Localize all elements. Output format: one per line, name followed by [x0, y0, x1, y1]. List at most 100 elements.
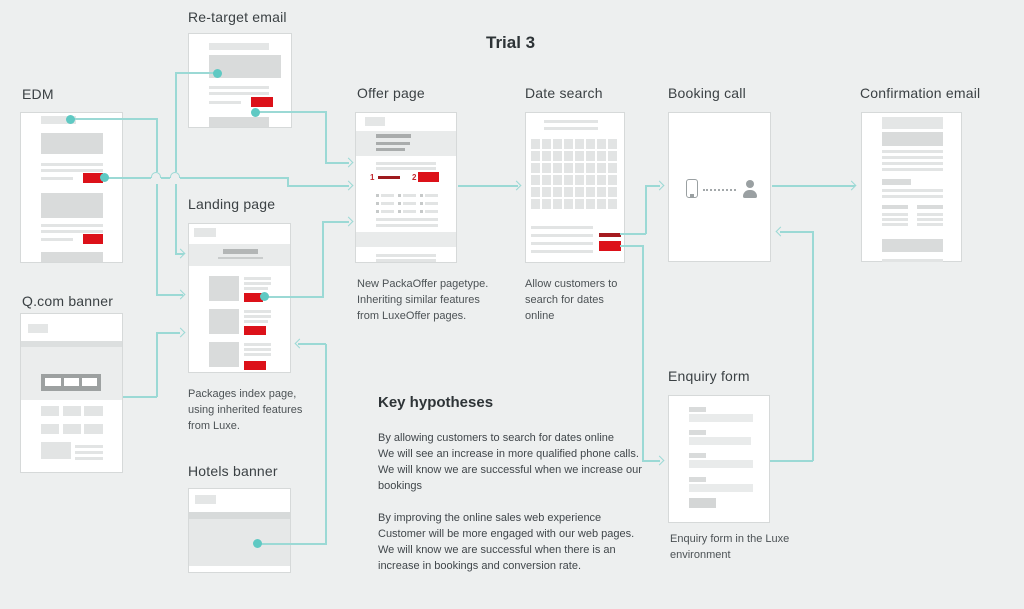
node-label-confirmation-email: Confirmation email [860, 85, 981, 101]
wf-shape [531, 199, 540, 209]
wf-shape [597, 151, 606, 161]
wf-shape [599, 233, 621, 237]
wf-shape [597, 199, 606, 209]
wf-shape [575, 139, 584, 149]
node-label-hotels-banner: Hotels banner [188, 463, 278, 479]
wf-shape [882, 150, 943, 153]
wf-shape [398, 210, 401, 213]
wf-shape [104, 177, 151, 179]
wf-shape [209, 43, 269, 50]
wf-shape [586, 175, 595, 185]
wf-shape [597, 139, 606, 149]
wf-shape [264, 296, 323, 298]
wf-shape [244, 326, 266, 335]
wf-shape [21, 341, 122, 347]
wf-shape [882, 218, 908, 221]
arrowhead-icon [294, 338, 305, 349]
wf-shape [564, 175, 573, 185]
wf-shape [882, 205, 908, 209]
wf-shape [365, 117, 385, 126]
hypothesis-paragraph-2: By improving the online sales web experi… [378, 512, 635, 572]
wf-shape [564, 187, 573, 197]
wf-shape [376, 218, 438, 221]
node-card-hotels-banner [188, 488, 291, 573]
connector-dot [251, 108, 260, 117]
wf-shape [156, 294, 183, 296]
wf-shape [689, 453, 706, 458]
hypotheses-heading: Key hypotheses [378, 394, 494, 411]
wf-shape [189, 244, 290, 266]
wf-shape [161, 177, 170, 179]
wf-shape [645, 186, 647, 234]
wf-shape [564, 151, 573, 161]
wf-shape [209, 276, 239, 301]
wf-shape [189, 512, 290, 519]
wf-shape [376, 202, 379, 205]
wf-shape [553, 139, 562, 149]
wf-shape [244, 310, 271, 313]
wf-shape [45, 378, 61, 386]
wf-shape [209, 86, 269, 89]
wf-shape [597, 163, 606, 173]
wf-shape [322, 222, 324, 298]
wf-shape [608, 187, 617, 197]
wf-shape [420, 202, 423, 205]
wf-shape [325, 162, 349, 164]
wf-shape [620, 245, 643, 247]
wf-shape [83, 234, 103, 244]
wf-shape [564, 199, 573, 209]
phone-icon [686, 179, 698, 198]
wf-shape [244, 343, 271, 346]
wf-shape [41, 442, 71, 459]
wf-shape [83, 173, 103, 183]
wf-shape [376, 254, 436, 257]
wf-shape [553, 163, 562, 173]
wf-shape [553, 187, 562, 197]
wf-shape [882, 117, 943, 129]
wf-shape [381, 210, 394, 213]
wf-shape [564, 163, 573, 173]
caption-landing-page: Packages index page, using inherited fea… [188, 388, 303, 432]
wf-shape [586, 163, 595, 173]
wf-shape [597, 175, 606, 185]
wf-shape [542, 163, 551, 173]
wf-shape [403, 210, 416, 213]
node-label-date-search: Date search [525, 85, 603, 101]
wf-shape [689, 484, 753, 492]
wf-shape [564, 139, 573, 149]
wf-shape [689, 430, 706, 435]
wf-shape [325, 111, 327, 163]
wf-shape [586, 187, 595, 197]
wf-shape [575, 175, 584, 185]
wf-shape [689, 407, 706, 412]
wf-shape [917, 218, 943, 221]
wf-shape [772, 185, 855, 187]
wf-shape [689, 437, 751, 445]
wf-shape [608, 139, 617, 149]
wf-shape [209, 309, 239, 334]
wf-shape [882, 259, 943, 262]
wf-shape [544, 120, 598, 123]
wf-shape [41, 116, 76, 124]
wf-shape [575, 199, 584, 209]
wf-shape [597, 187, 606, 197]
wf-shape [75, 445, 103, 448]
wf-shape [376, 259, 436, 262]
wf-shape [531, 226, 593, 229]
wf-shape [156, 118, 158, 172]
wf-shape [418, 172, 439, 182]
wf-shape [608, 199, 617, 209]
wf-shape [398, 202, 401, 205]
wf-shape [41, 238, 73, 241]
wf-shape [917, 205, 943, 209]
wf-shape [223, 249, 258, 254]
wf-shape [41, 163, 103, 166]
connector-dot [213, 69, 222, 78]
wf-shape [882, 239, 943, 252]
wf-shape [746, 180, 754, 188]
wf-shape [175, 184, 177, 254]
wf-shape [376, 167, 436, 170]
line-hop [170, 172, 180, 178]
node-label-booking-call: Booking call [668, 85, 746, 101]
